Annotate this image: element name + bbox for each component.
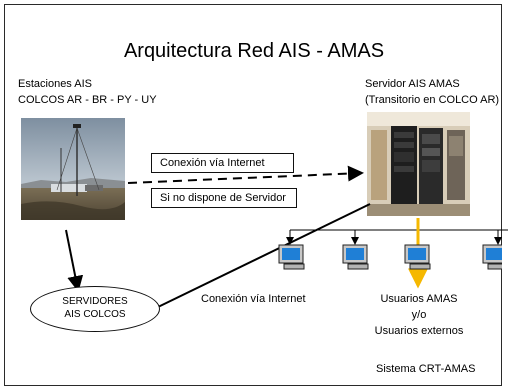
servidores-label-line2: AIS COLCOS — [64, 309, 126, 320]
computer-icon — [278, 244, 308, 270]
servidores-label-line1: SERVIDORES — [62, 296, 128, 307]
stations-label-line1: Estaciones AIS — [18, 78, 92, 90]
antenna-station-photo — [21, 118, 125, 220]
computer-icon — [342, 244, 372, 270]
usuarios-label-line3: Usuarios externos — [374, 325, 464, 337]
computer-icon — [482, 244, 502, 270]
internet-connection-box: Conexión vía Internet — [151, 153, 294, 173]
internet-connection-label: Conexión vía Internet — [201, 293, 306, 305]
server-label-line1: Servidor AIS AMAS — [365, 78, 460, 90]
stations-label-line2: COLCOS AR - BR - PY - UY — [18, 94, 157, 106]
server-label-line2: (Transitorio en COLCO AR) — [365, 94, 500, 106]
usuarios-label-line1: Usuarios AMAS — [380, 293, 458, 305]
slide-frame — [4, 4, 502, 386]
sistema-label: Sistema CRT-AMAS — [376, 363, 476, 375]
no-server-box: Si no dispone de Servidor — [151, 188, 297, 208]
servidores-ais-colcos-node: SERVIDORES AIS COLCOS — [30, 286, 160, 332]
usuarios-label-line2: y/o — [411, 309, 427, 321]
server-rack-photo — [367, 112, 470, 216]
computer-icon — [404, 244, 434, 270]
slide-title: Arquitectura Red AIS - AMAS — [123, 40, 385, 62]
